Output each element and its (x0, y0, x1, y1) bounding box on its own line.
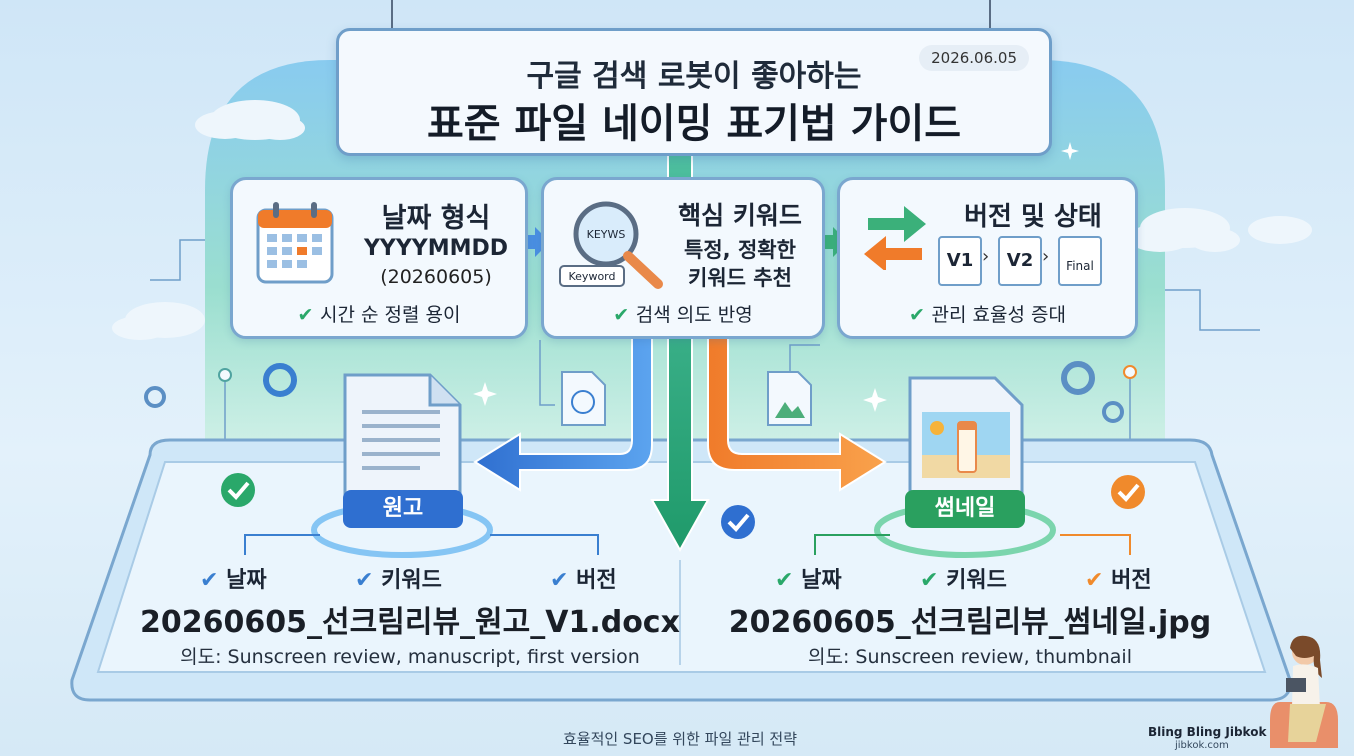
card-title: 핵심 키워드 (678, 201, 802, 230)
check-circle-icon (1111, 475, 1145, 509)
chevron-right-icon: › (1042, 246, 1050, 267)
left-intent: 의도: Sunscreen review, manuscript, first … (180, 646, 640, 668)
card-benefit: ✔ 관리 효율성 증대 (909, 304, 1066, 326)
title-card: 구글 검색 로봇이 좋아하는 표준 파일 네이밍 표기법 가이드 2026.06… (336, 28, 1052, 156)
date-badge: 2026.06.05 (919, 45, 1029, 71)
title-line2: 표준 파일 네이밍 표기법 가이드 (426, 101, 962, 147)
manuscript-label: 원고 (343, 490, 463, 528)
card-keyword: KEYWS Keyword 핵심 키워드 특정, 정확한 키워드 추천 ✔ 검색… (541, 177, 825, 339)
left-check-keyword: ✔ 키워드 (355, 568, 442, 593)
chevron-right-icon: › (982, 246, 990, 267)
brand-url: jibkok.com (1175, 740, 1229, 751)
check-icon: ✔ (909, 304, 932, 326)
calendar-icon (256, 202, 334, 284)
image-file-icon (908, 376, 1024, 502)
card-desc-2: 키워드 추천 (688, 266, 792, 290)
arrow-to-thumbnail (707, 334, 887, 492)
brand-name: Bling Bling Jibkok (1148, 725, 1267, 739)
card-benefit: ✔ 시간 순 정렬 용이 (297, 304, 461, 326)
right-check-date: ✔ 날짜 (775, 568, 842, 593)
keyword-tag-text: Keyword (569, 270, 616, 283)
lens-text: KEYWS (587, 228, 626, 241)
right-check-version: ✔ 버전 (1085, 568, 1152, 593)
check-circle-icon (721, 505, 755, 539)
version-arrows-icon (864, 206, 926, 270)
left-check-date: ✔ 날짜 (200, 568, 267, 593)
gear-icon (144, 361, 1124, 423)
right-intent: 의도: Sunscreen review, thumbnail (807, 646, 1132, 668)
card-date-format: 날짜 형식 YYYYMMDD (20260605) ✔ 시간 순 정렬 용이 (230, 177, 528, 339)
title-line1: 구글 검색 로봇이 좋아하는 (526, 59, 862, 94)
document-icon (343, 373, 462, 507)
footer-strategy: 효율적인 SEO를 위한 파일 관리 전략 (562, 730, 798, 748)
card-desc-1: 특정, 정확한 (684, 238, 796, 262)
card-format: YYYYMMDD (363, 236, 509, 261)
version-final: Final (1058, 236, 1102, 286)
card-example: (20260605) (380, 266, 492, 288)
check-circle-icon (221, 473, 255, 507)
version-v2: V2 (998, 236, 1042, 286)
check-icon: ✔ (613, 304, 636, 326)
magnifier-icon: KEYWS Keyword (559, 201, 663, 289)
left-check-version: ✔ 버전 (550, 568, 617, 593)
card-title: 날짜 형식 (381, 203, 491, 234)
card-title: 버전 및 상태 (964, 202, 1102, 232)
version-v1: V1 (938, 236, 982, 286)
thumbnail-label: 썸네일 (905, 490, 1025, 528)
arrow-to-manuscript (473, 334, 653, 492)
character-illustration (1270, 635, 1338, 748)
card-version: 버전 및 상태 V1 › V2 › Final ✔ 관리 효율성 증대 (837, 177, 1138, 339)
check-icon: ✔ (297, 304, 321, 326)
right-check-keyword: ✔ 키워드 (920, 568, 1007, 593)
cloud-icon (112, 100, 1312, 340)
left-filename: 20260605_선크림리뷰_원고_V1.docx (140, 605, 680, 640)
card-benefit: ✔ 검색 의도 반영 (613, 304, 753, 326)
right-filename: 20260605_선크림리뷰_썸네일.jpg (728, 605, 1212, 640)
